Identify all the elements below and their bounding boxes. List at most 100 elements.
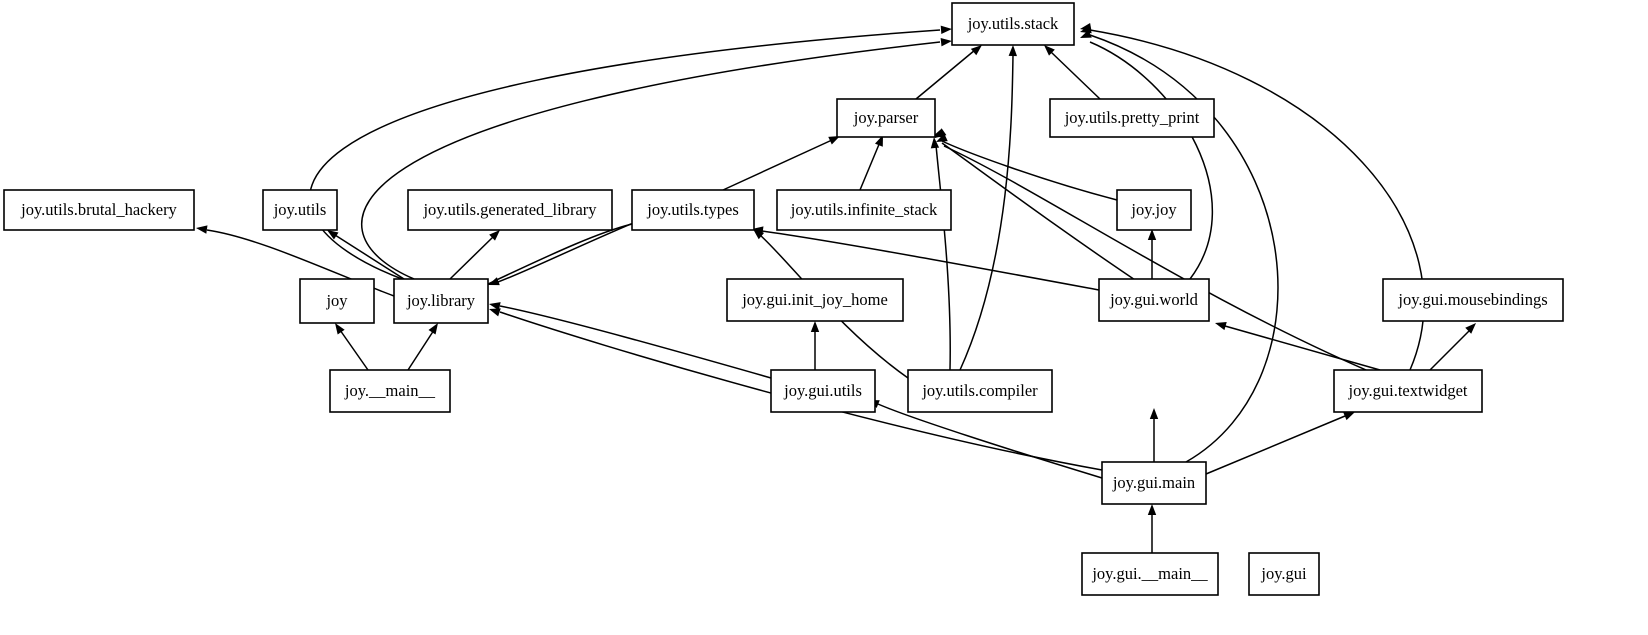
- arrow-head-icon: [489, 302, 501, 311]
- node-joy.utils.types[interactable]: joy.utils.types: [631, 189, 755, 231]
- edge-joy.library-to-joy.utils.stack: [361, 37, 952, 280]
- edge-joy.gui.main-to-joy.gui.textwidget: [1205, 412, 1355, 475]
- edge-line: [487, 223, 633, 285]
- node-joy.__main__[interactable]: joy.__main__: [329, 369, 451, 413]
- edge-line: [1205, 415, 1346, 475]
- node-joy.gui.world[interactable]: joy.gui.world: [1098, 278, 1210, 322]
- node-box[interactable]: [1101, 461, 1207, 505]
- arrow-head-icon: [940, 25, 952, 34]
- edge-line: [943, 145, 1381, 377]
- node-box[interactable]: [776, 189, 952, 231]
- node-joy[interactable]: joy: [299, 278, 375, 324]
- edge-line: [449, 235, 495, 280]
- edge-joy.gui.utils-to-joy.gui.init_joy_home: [810, 321, 820, 370]
- arrow-head-icon: [1343, 412, 1355, 421]
- edge-joy.utils.types-to-joy.parser: [722, 136, 840, 191]
- node-box[interactable]: [726, 278, 904, 322]
- edge-joy.library-to-joy.utils.stack: [309, 25, 952, 280]
- node-joy.utils.pretty_print[interactable]: joy.utils.pretty_print: [1049, 98, 1215, 138]
- node-joy.gui[interactable]: joy.gui: [1248, 552, 1320, 596]
- edge-line: [334, 234, 405, 280]
- node-joy.gui.textwidget[interactable]: joy.gui.textwidget: [1333, 369, 1483, 413]
- arrow-head-icon: [1149, 408, 1159, 419]
- edge-line: [309, 29, 941, 280]
- node-box[interactable]: [3, 189, 195, 231]
- arrow-head-icon: [327, 230, 339, 240]
- edge-line: [859, 141, 881, 191]
- arrow-head-icon: [335, 323, 345, 335]
- node-joy.gui.__main__[interactable]: joy.gui.__main__: [1081, 552, 1219, 596]
- node-box[interactable]: [1382, 278, 1564, 322]
- edge-line: [761, 230, 1100, 291]
- edge-joy.__main__-to-joy: [335, 323, 369, 371]
- arrow-head-icon: [489, 308, 501, 317]
- arrow-head-icon: [930, 137, 940, 149]
- edge-joy.gui.main-to-joy.utils.stack: [1080, 25, 1279, 463]
- arrow-head-icon: [874, 135, 883, 147]
- edge-joy.__main__-to-joy.library: [407, 323, 438, 371]
- edge-line: [722, 139, 833, 191]
- edge-joy.joy-to-joy.parser: [932, 129, 1118, 201]
- node-joy.utils[interactable]: joy.utils: [262, 189, 338, 231]
- node-box[interactable]: [907, 369, 1053, 413]
- node-box[interactable]: [1081, 552, 1219, 596]
- edge-line: [361, 41, 941, 280]
- node-box[interactable]: [1098, 278, 1210, 322]
- node-box[interactable]: [262, 189, 338, 231]
- node-joy.utils.generated_library[interactable]: joy.utils.generated_library: [407, 189, 613, 231]
- node-box[interactable]: [329, 369, 451, 413]
- edge-line: [959, 54, 1014, 371]
- edge-line: [915, 49, 976, 100]
- node-box[interactable]: [1248, 552, 1320, 596]
- arrow-head-icon: [1008, 45, 1018, 57]
- edge-line: [339, 329, 369, 371]
- node-box[interactable]: [631, 189, 755, 231]
- edge-joy.gui.textwidget-to-joy.gui.mousebindings: [1429, 323, 1476, 371]
- node-box[interactable]: [1333, 369, 1483, 413]
- node-joy.gui.main[interactable]: joy.gui.main: [1101, 461, 1207, 505]
- edge-joy.utils.compiler-to-joy.utils.stack: [959, 45, 1018, 371]
- edge-joy.library-to-joy.utils.generated_library: [449, 230, 500, 280]
- node-box[interactable]: [1049, 98, 1215, 138]
- edge-line: [939, 139, 1118, 201]
- node-joy.utils.infinite_stack[interactable]: joy.utils.infinite_stack: [776, 189, 952, 231]
- node-joy.parser[interactable]: joy.parser: [836, 98, 936, 138]
- arrow-head-icon: [489, 230, 500, 241]
- arrow-head-icon: [828, 136, 840, 145]
- edge-line: [499, 311, 1103, 471]
- arrow-head-icon: [1147, 504, 1157, 515]
- node-joy.gui.init_joy_home[interactable]: joy.gui.init_joy_home: [726, 278, 904, 322]
- node-box[interactable]: [407, 189, 613, 231]
- node-box[interactable]: [836, 98, 936, 138]
- edge-line: [407, 329, 435, 371]
- node-box[interactable]: [951, 2, 1075, 46]
- edge-joy.utils.pretty_print-to-joy.utils.stack: [1044, 45, 1101, 100]
- node-joy.utils.stack[interactable]: joy.utils.stack: [951, 2, 1075, 46]
- node-box[interactable]: [770, 369, 876, 413]
- edge-joy.gui.world-to-joy.joy: [1147, 229, 1157, 279]
- arrow-head-icon: [1147, 229, 1157, 240]
- node-joy.joy[interactable]: joy.joy: [1116, 189, 1192, 231]
- edge-line: [497, 217, 646, 283]
- arrow-head-icon: [936, 133, 948, 142]
- node-joy.gui.utils[interactable]: joy.gui.utils: [770, 369, 876, 413]
- node-joy.utils.compiler[interactable]: joy.utils.compiler: [907, 369, 1053, 413]
- node-box[interactable]: [299, 278, 375, 324]
- edge-line: [1050, 51, 1101, 100]
- node-joy.utils.brutal_hackery[interactable]: joy.utils.brutal_hackery: [3, 189, 195, 231]
- arrow-head-icon: [1080, 22, 1092, 32]
- nodes-layer: joy.utils.stack joy.parser joy.utils.prett…: [3, 2, 1564, 596]
- node-box[interactable]: [393, 278, 489, 324]
- node-joy.library[interactable]: joy.library: [393, 278, 489, 324]
- edge-line: [877, 403, 1103, 479]
- edge-joy.gui.world-to-joy.utils.stack: [1080, 29, 1214, 280]
- edge-joy.gui.main-to-joy.gui.world: [1149, 408, 1159, 462]
- arrow-head-icon: [1215, 321, 1227, 331]
- edge-joy.parser-to-joy.utils.stack: [915, 45, 982, 100]
- arrow-head-icon: [940, 37, 952, 47]
- node-box[interactable]: [1116, 189, 1192, 231]
- node-joy.gui.mousebindings[interactable]: joy.gui.mousebindings: [1382, 278, 1564, 322]
- arrow-head-icon: [1465, 323, 1476, 334]
- edge-joy.gui.__main__-to-joy.gui.main: [1147, 504, 1157, 553]
